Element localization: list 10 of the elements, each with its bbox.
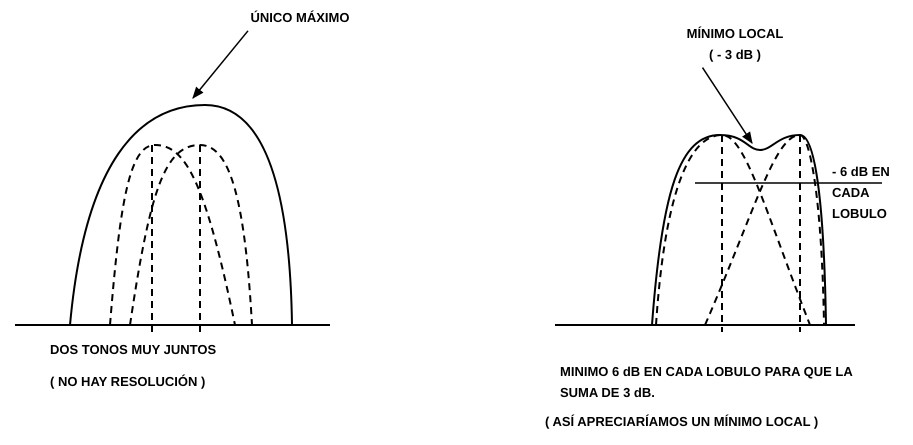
leader-arrow <box>192 30 249 99</box>
leader-arrow <box>702 67 753 144</box>
caption-text: ( ASÍ APRECIARÍAMOS UN MÍNIMO LOCAL ) <box>545 413 820 431</box>
callout-text: ÚNICO MÁXIMO <box>250 9 350 27</box>
callout-text: MÍNIMO LOCAL <box>686 25 784 43</box>
level-annotation: - 6 dB EN CADA LOBULO <box>832 163 891 223</box>
caption-text: DOS TONOS MUY JUNTOS <box>50 341 218 359</box>
caption-text: MINIMO 6 dB EN CADA LOBULO PARA QUE LA SUMA DE 3 dB. <box>560 363 854 402</box>
callout-value: ( - 3 dB ) <box>708 46 762 64</box>
caption-text: ( NO HAY RESOLUCIÓN ) <box>50 373 206 391</box>
